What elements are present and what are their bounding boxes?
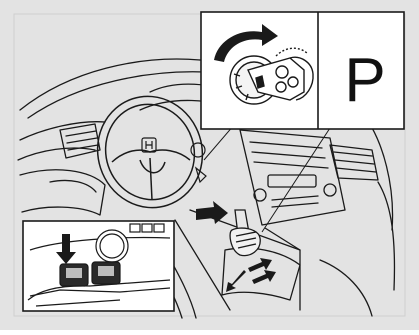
switch-button-label: P [114, 240, 120, 249]
gear-position-letter: P [340, 50, 390, 112]
